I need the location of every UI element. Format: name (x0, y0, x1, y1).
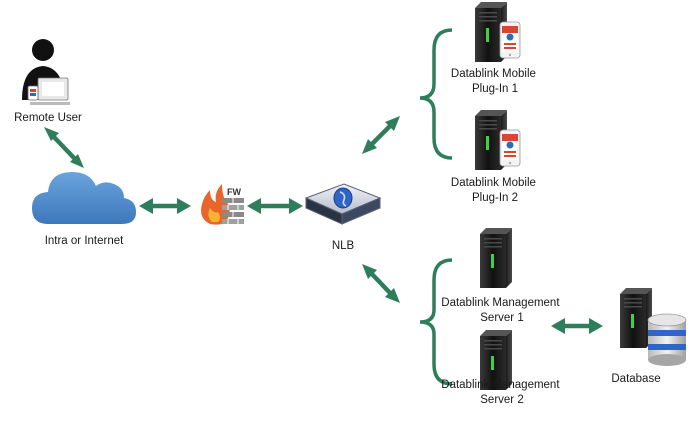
mobile-plugin-1-label-line2: Plug-In 1 (472, 83, 518, 95)
connection-arrows (44, 116, 603, 334)
management-group-brace (419, 258, 453, 386)
database-label: Database (611, 373, 660, 385)
management-server-1-label-line2: Server 1 (480, 312, 523, 324)
arrow-nlb-management (362, 264, 400, 303)
mobile-plugin-2-label-line1: Datablink Mobile (451, 177, 536, 189)
remote-user-icon (22, 39, 70, 105)
arrow-management-database (551, 318, 603, 334)
svg-text:Datablink Management Serve: Datablink Management Server 2 (441, 379, 562, 406)
mobile-plugin-1-label-line1: Datablink Mobile (451, 68, 536, 80)
mobile-group-brace (419, 28, 453, 160)
mobile-plugin-2-label-line2: Plug-In 2 (472, 192, 518, 204)
management-server-2-label-line2: Server 2 (480, 394, 523, 406)
management-server-1-label-line1: Datablink Management (441, 297, 560, 309)
remote-user-label: Remote User (14, 112, 82, 124)
arrow-user-cloud (44, 127, 84, 168)
mobile-plugin-1-phone-icon (499, 21, 521, 59)
arrow-nlb-mobile (362, 116, 400, 154)
svg-text:Datablink Mobile Plug-In 1: Datablink Mobile Plug-In 1 (451, 68, 539, 95)
mobile-plugin-2-phone-icon (499, 129, 521, 167)
nlb-label: NLB (332, 240, 355, 252)
database-icon (647, 313, 687, 366)
management-server-2-label-line1: Datablink Management (441, 379, 560, 391)
arrow-cloud-firewall (139, 198, 191, 214)
svg-text:Datablink Mobile Plug-In 2: Datablink Mobile Plug-In 2 (451, 177, 539, 204)
cloud-icon (32, 172, 136, 224)
arrow-firewall-nlb (247, 198, 303, 214)
management-server-1-icon (480, 228, 512, 288)
database-server-icon (620, 288, 652, 348)
load-balancer-icon (304, 183, 382, 225)
cloud-label: Intra or Internet (45, 235, 124, 247)
firewall-label: FW (227, 187, 241, 197)
svg-text:Datablink Management Serve: Datablink Management Server 1 (441, 297, 562, 324)
firewall-icon (201, 184, 244, 225)
